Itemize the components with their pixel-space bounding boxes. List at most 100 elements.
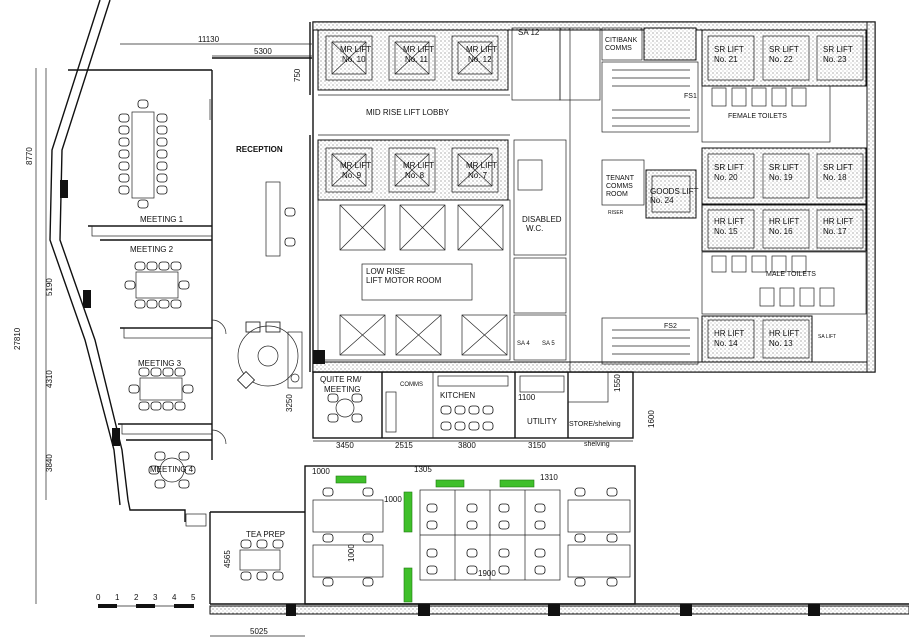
dim-ws-1000c: 1000 [347, 544, 356, 562]
scale-tick-3: 3 [153, 593, 158, 602]
citibank-comms-label-1: CITIBANK [605, 37, 638, 44]
sr-lift-23-l1: SR LIFT [823, 45, 853, 54]
scale-tick-4: 4 [172, 593, 177, 602]
meeting-2-label: MEETING 2 [130, 245, 174, 254]
store-label: STORE/shelving [569, 421, 621, 428]
male-toilets: MALE TOILETS [701, 251, 867, 315]
stair-fs1-label: FS1 [684, 93, 697, 100]
mr-lift-9-l1: MR LIFT [340, 161, 371, 170]
dim-top-11130: 11130 [198, 35, 220, 44]
workstations [312, 489, 631, 581]
scale-bar: 0 1 2 3 4 5 [96, 593, 196, 608]
dim-row-3450: 3450 [336, 441, 354, 450]
meeting-4-label: MEETING 4 [150, 465, 194, 474]
dim-ws-1900: 1900 [478, 569, 496, 578]
female-toilets: FEMALE TOILETS [701, 85, 831, 143]
shaft-sa5: SA 5 [542, 341, 555, 347]
sr-lift-21-l2: No. 21 [714, 55, 738, 64]
mr-lift-12-l1: MR LIFT [466, 45, 497, 54]
sr-lift-22-l1: SR LIFT [769, 45, 799, 54]
quiet-room-table [327, 393, 363, 423]
sr-lift-19-l1: SR LIFT [769, 163, 799, 172]
mr-lift-11-l1: MR LIFT [403, 45, 434, 54]
hr-lift-14-l2: No. 14 [714, 339, 738, 348]
kitchen-table [440, 405, 494, 431]
quiet-room-label-2: MEETING [324, 385, 360, 394]
citibank-comms-label-2: COMMS [605, 45, 632, 52]
facade-curve-outer [49, 0, 121, 506]
hr-lift-bank: HR LIFT No. 15 HR LIFT No. 16 HR LIFT No… [701, 204, 867, 363]
dim-bottom-5025: 5025 [250, 627, 268, 636]
mr-lift-10-l2: No. 10 [342, 55, 366, 64]
hr-lift-17-l2: No. 17 [823, 227, 847, 236]
female-toilets-label: FEMALE TOILETS [728, 113, 787, 120]
dim-ws-1305: 1305 [414, 465, 432, 474]
tenant-comms-label-2: COMMS [606, 183, 633, 190]
dim-top-5300: 5300 [254, 47, 272, 56]
disabled-wc-label-1: DISABLED [522, 215, 562, 224]
dim-ws-1000a: 1000 [312, 467, 330, 476]
hr-lift-14-l1: HR LIFT [714, 329, 744, 338]
quiet-room-label-1: QUITE RM/ [320, 375, 362, 384]
facade-curve [59, 0, 129, 501]
meeting-1: MEETING 1 [88, 99, 213, 237]
sr-lift-19-l2: No. 19 [769, 173, 793, 182]
meeting-1-label: MEETING 1 [140, 215, 184, 224]
riser-label: RISER [608, 210, 624, 216]
sr-lift-bank: SR LIFT No. 21 SR LIFT No. 22 SR LIFT No… [701, 29, 867, 205]
sr-lift-21-l1: SR LIFT [714, 45, 744, 54]
stair-fs2: FS2 [601, 317, 699, 365]
tea-prep: TEA PREP [185, 511, 305, 604]
dim-1600: 1600 [647, 410, 656, 428]
dim-1100: 1100 [518, 393, 536, 402]
disabled-wc-label-2: W.C. [526, 224, 543, 233]
dim-ws-1310: 1310 [540, 473, 558, 482]
stair-fs1: FS1 [601, 61, 699, 133]
dim-4565: 4565 [223, 550, 232, 568]
mr-lift-8-l2: No. 8 [405, 171, 425, 180]
dim-row-2515: 2515 [395, 441, 413, 450]
sr-lift-20-l2: No. 20 [714, 173, 738, 182]
dim-row-3800: 3800 [458, 441, 476, 450]
dim-left-5190: 5190 [45, 278, 54, 296]
hr-lift-15-l2: No. 15 [714, 227, 738, 236]
meeting-3-label: MEETING 3 [138, 359, 182, 368]
hr-lift-13-l1: HR LIFT [769, 329, 799, 338]
scale-tick-5: 5 [191, 593, 196, 602]
lift-motor-room-label: LIFT MOTOR ROOM [366, 276, 442, 285]
male-toilets-label: MALE TOILETS [766, 271, 816, 278]
workstation-chairs [322, 487, 618, 587]
planter-boxes [335, 475, 535, 603]
sa-lift-label: SA LIFT [818, 334, 836, 340]
kitchen-label: KITCHEN [440, 391, 475, 400]
hr-lift-17-l1: HR LIFT [823, 217, 853, 226]
scale-tick-0: 0 [96, 593, 101, 602]
hr-lift-16-l1: HR LIFT [769, 217, 799, 226]
dim-left-3840: 3840 [45, 454, 54, 472]
dim-left-27810: 27810 [13, 327, 22, 350]
dim-1550: 1550 [613, 374, 622, 392]
utility-label: UTILITY [527, 417, 557, 426]
core-hatch-bottom [312, 361, 876, 373]
reception: RECEPTION [209, 99, 303, 390]
shaft-sa12: SA 12 [518, 28, 540, 37]
dimensions: 11130 5300 8770 5190 4310 3840 27810 750… [13, 35, 656, 637]
mr-lift-bank-bottom: MR LIFT No. 9 MR LIFT No. 8 MR LIFT No. … [317, 139, 509, 201]
dim-750: 750 [293, 68, 302, 82]
tenant-comms-label-3: ROOM [606, 191, 628, 198]
goods-lift-label-1: GOODS LIFT [650, 187, 699, 196]
sr-lift-18-l1: SR LIFT [823, 163, 853, 172]
mr-lift-9-l2: No. 9 [342, 171, 362, 180]
dim-left-4310: 4310 [45, 370, 54, 388]
meeting-3: MEETING 3 [118, 359, 213, 435]
mr-lift-7-l1: MR LIFT [466, 161, 497, 170]
comms-label: COMMS [400, 382, 423, 388]
meeting-2: MEETING 2 [100, 239, 213, 339]
core-hatch-right [866, 21, 876, 373]
hr-lift-13-l2: No. 13 [769, 339, 793, 348]
shaft-sa4: SA 4 [517, 341, 530, 347]
dim-3250: 3250 [285, 394, 294, 412]
scale-tick-2: 2 [134, 593, 139, 602]
tenant-comms-label-1: TENANT [606, 175, 635, 182]
